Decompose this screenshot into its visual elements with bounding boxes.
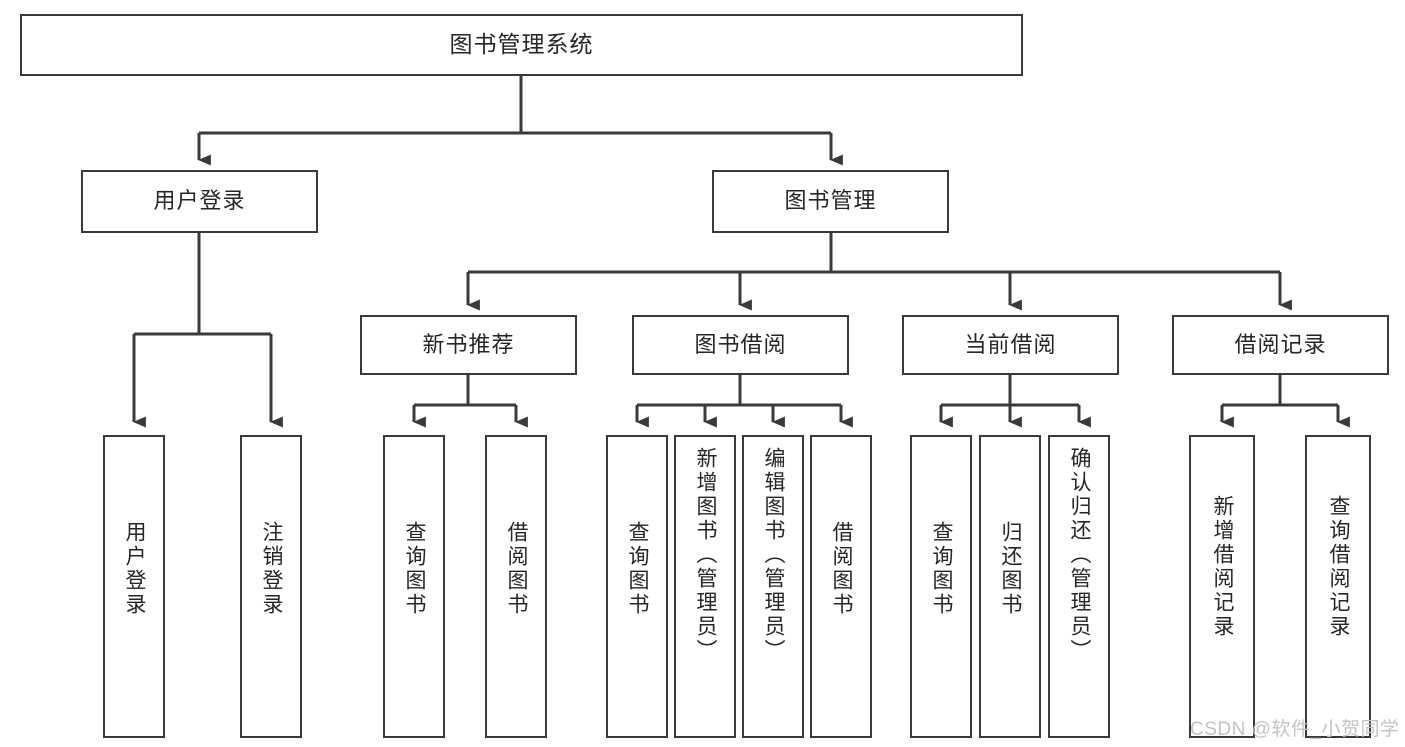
node-new-book-rec-label: 新书推荐 [422, 331, 515, 357]
node-leaf-edit-book[interactable]: 编辑图书（管理员） [742, 435, 804, 738]
node-root-label: 图书管理系统 [449, 31, 594, 58]
node-leaf-query-record-label: 查询借阅记录 [1327, 495, 1351, 639]
node-leaf-query-book-1-label: 查询图书 [403, 521, 427, 617]
node-leaf-borrow-book-1-label: 借阅图书 [505, 521, 529, 617]
node-leaf-borrow-book-2[interactable]: 借阅图书 [810, 435, 872, 738]
node-leaf-query-book-2-label: 查询图书 [626, 521, 650, 617]
node-book-manage[interactable]: 图书管理 [712, 170, 949, 233]
node-leaf-return-book[interactable]: 归还图书 [979, 435, 1041, 738]
node-leaf-add-record[interactable]: 新增借阅记录 [1189, 435, 1255, 738]
node-leaf-user-logout-label: 注销登录 [260, 521, 284, 617]
node-book-manage-label: 图书管理 [784, 188, 877, 214]
node-leaf-query-book-3-label: 查询图书 [930, 521, 954, 617]
node-current-borrow[interactable]: 当前借阅 [902, 315, 1119, 375]
node-leaf-borrow-book-1[interactable]: 借阅图书 [485, 435, 547, 738]
node-leaf-user-login-label: 用户登录 [123, 521, 147, 617]
node-leaf-query-book-2[interactable]: 查询图书 [606, 435, 668, 738]
node-leaf-query-book-3[interactable]: 查询图书 [910, 435, 972, 738]
node-current-borrow-label: 当前借阅 [964, 331, 1057, 357]
csdn-watermark: CSDN @软件_小贺同学 [1190, 719, 1400, 740]
node-leaf-query-book-1[interactable]: 查询图书 [383, 435, 445, 738]
node-root[interactable]: 图书管理系统 [20, 14, 1023, 76]
node-borrow-record[interactable]: 借阅记录 [1172, 315, 1389, 375]
node-leaf-query-record[interactable]: 查询借阅记录 [1305, 435, 1371, 738]
node-borrow-record-label: 借阅记录 [1234, 331, 1327, 357]
node-leaf-user-login[interactable]: 用户登录 [103, 435, 165, 738]
node-new-book-rec[interactable]: 新书推荐 [360, 315, 577, 375]
node-leaf-confirm-return[interactable]: 确认归还（管理员） [1048, 435, 1110, 738]
node-leaf-add-record-label: 新增借阅记录 [1211, 495, 1235, 639]
node-user-login[interactable]: 用户登录 [81, 170, 318, 233]
node-book-borrow[interactable]: 图书借阅 [632, 315, 849, 375]
node-leaf-borrow-book-2-label: 借阅图书 [830, 521, 854, 617]
node-book-borrow-label: 图书借阅 [694, 331, 787, 357]
node-leaf-return-book-label: 归还图书 [999, 521, 1023, 617]
node-leaf-add-book-label: 新增图书（管理员） [694, 447, 718, 663]
node-leaf-user-logout[interactable]: 注销登录 [240, 435, 302, 738]
node-leaf-add-book[interactable]: 新增图书（管理员） [674, 435, 736, 738]
node-leaf-confirm-return-label: 确认归还（管理员） [1068, 447, 1092, 663]
node-leaf-edit-book-label: 编辑图书（管理员） [762, 447, 786, 663]
node-user-login-label: 用户登录 [153, 188, 246, 214]
